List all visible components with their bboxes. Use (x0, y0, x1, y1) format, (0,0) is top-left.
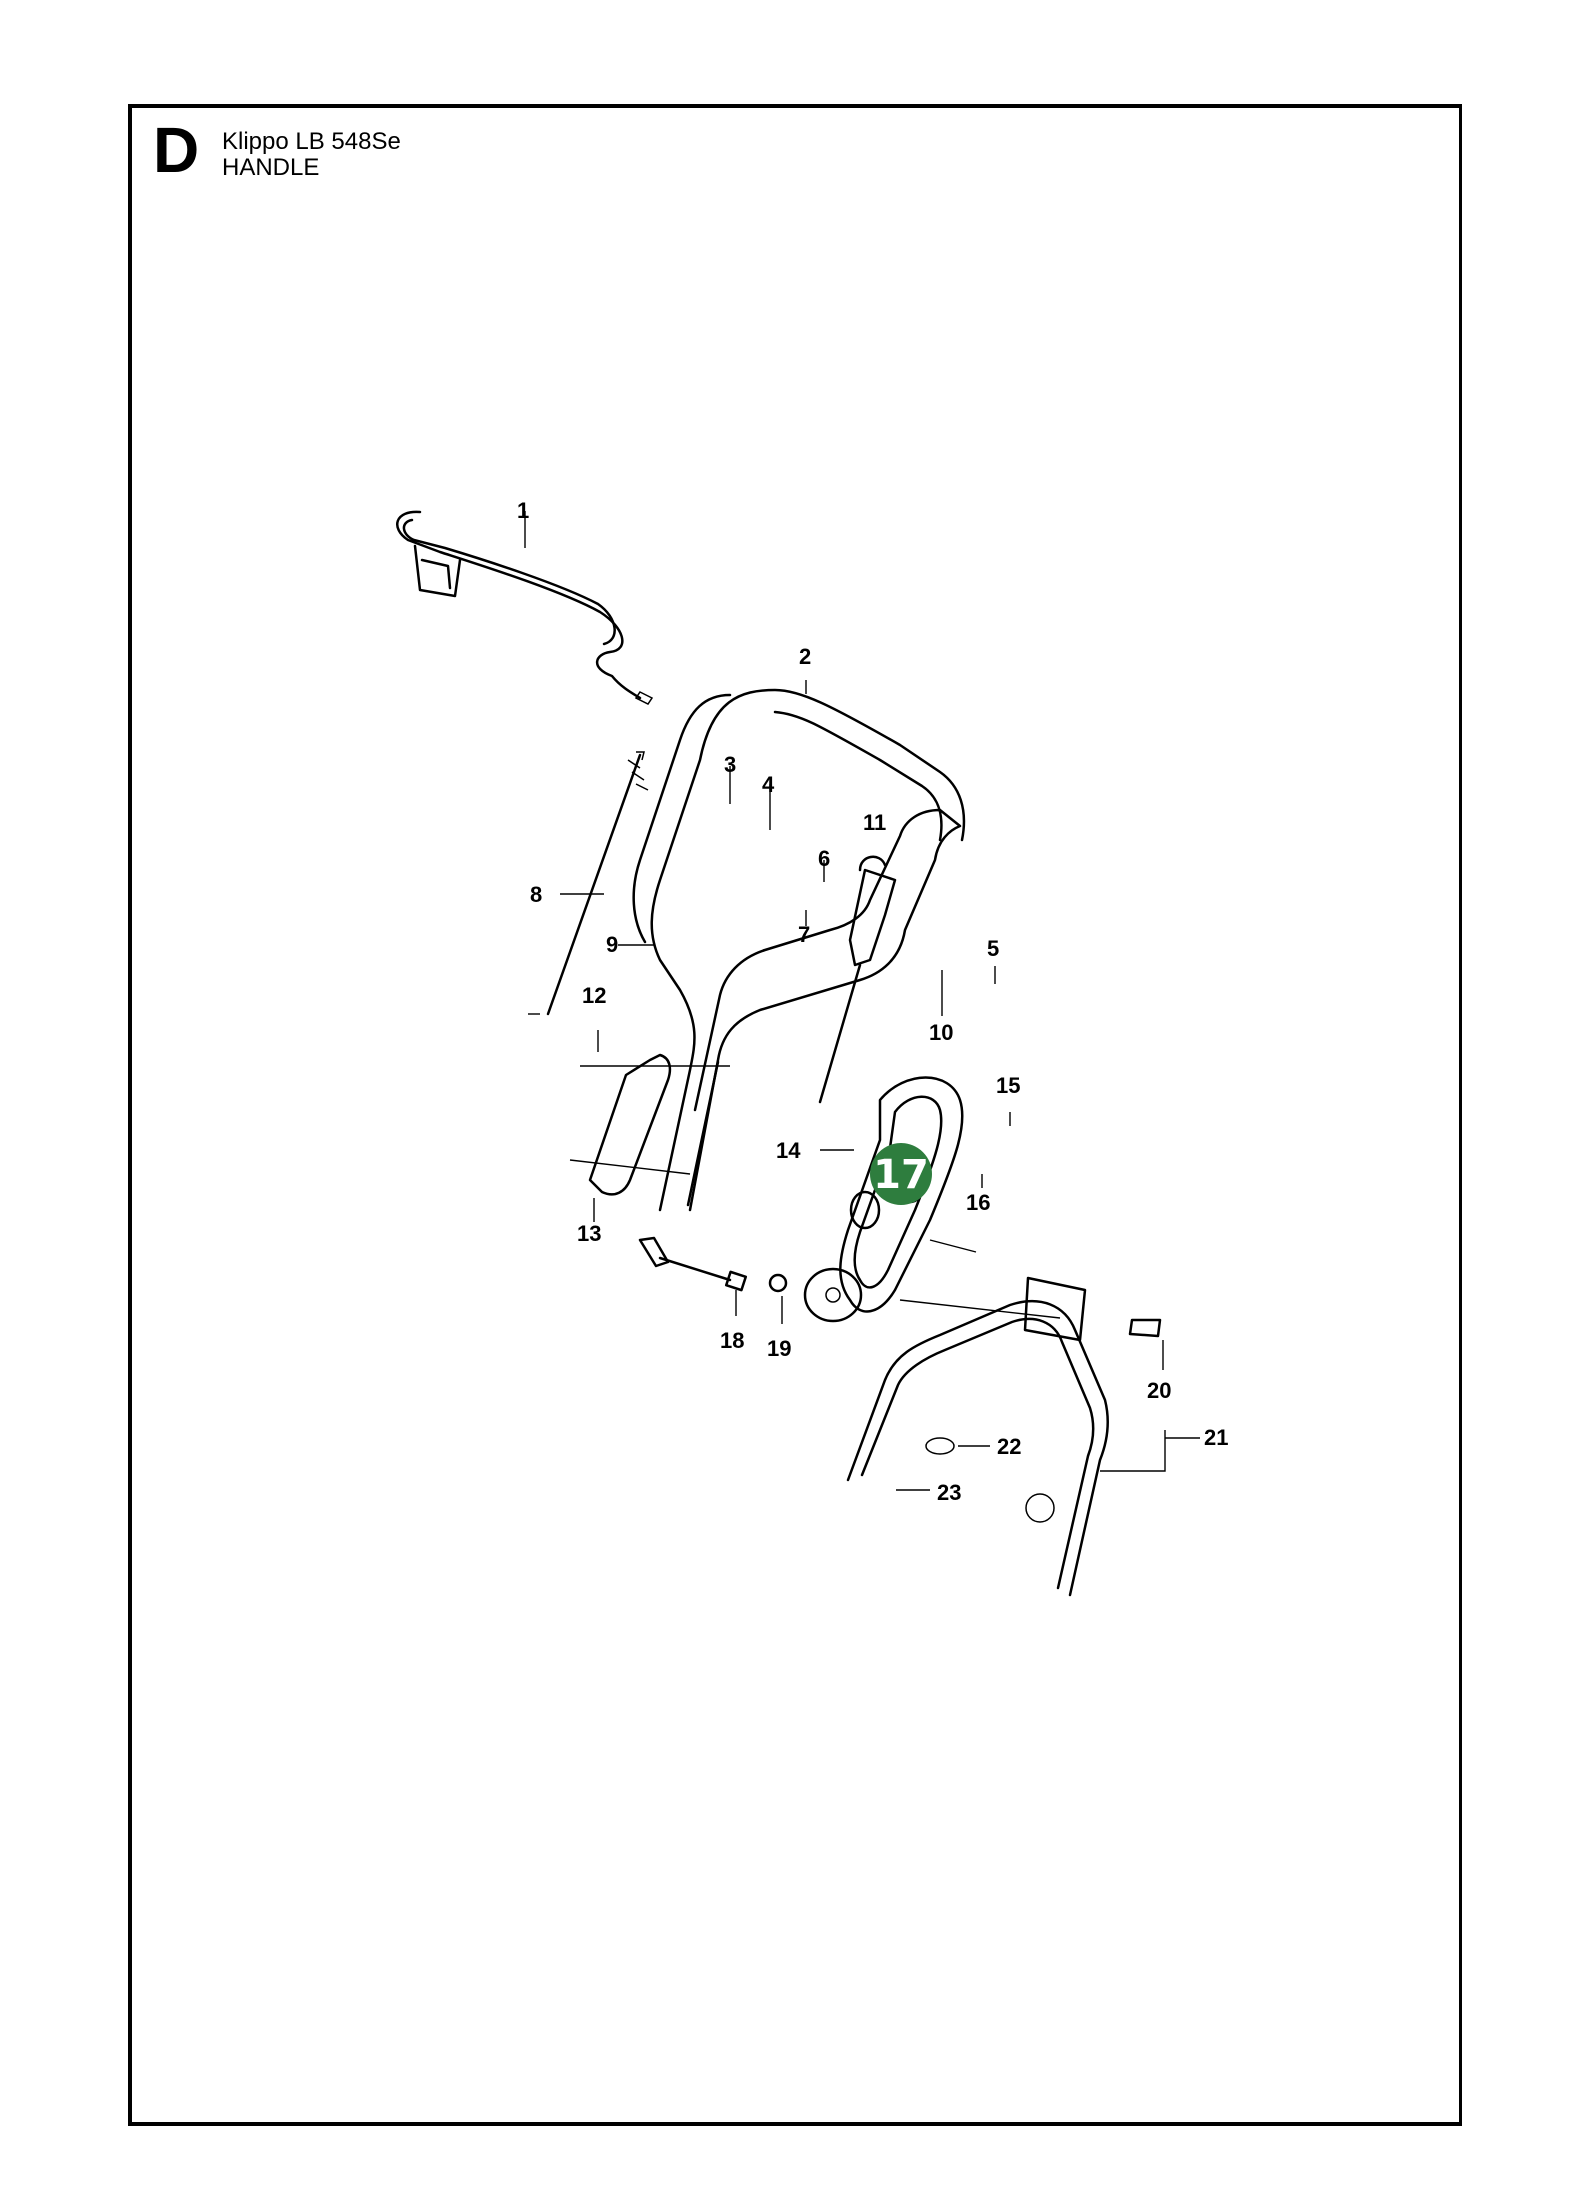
model-name: Klippo LB 548Se (222, 128, 401, 155)
leader-lines (524, 511, 1200, 1491)
section-letter: D (153, 114, 200, 186)
callout-labels: 1 2 3 4 5 6 7 8 9 10 11 12 13 14 15 16 1… (517, 498, 1228, 1505)
callout-11: 11 (863, 810, 886, 835)
callout-1: 1 (517, 498, 529, 523)
callout-3: 3 (724, 752, 736, 777)
assembly-title: HANDLE (222, 154, 320, 181)
callout-15: 15 (996, 1073, 1020, 1098)
highlight-badge (870, 1143, 932, 1205)
callout-21: 21 (1204, 1425, 1228, 1450)
callout-9: 9 (606, 932, 618, 957)
callout-16: 16 (966, 1190, 990, 1215)
page-frame (128, 104, 1462, 2126)
callout-23: 23 (937, 1480, 961, 1505)
callout-20: 20 (1147, 1378, 1171, 1403)
callout-17: 17 (873, 1152, 929, 1198)
callout-14: 14 (776, 1138, 801, 1163)
callout-22: 22 (997, 1434, 1021, 1459)
part-13-cover (588, 1053, 672, 1196)
callout-8: 8 (530, 882, 542, 907)
part-2-upper-handle (632, 688, 966, 1212)
callout-10: 10 (929, 1020, 953, 1045)
part-8-cable (546, 751, 649, 1016)
callout-12: 12 (582, 983, 606, 1008)
callout-7: 7 (798, 922, 810, 947)
callout-13: 13 (577, 1221, 601, 1246)
part-21-lower-handle (846, 1276, 1162, 1597)
part-11-lever (818, 855, 897, 1104)
callout-18: 18 (720, 1328, 744, 1353)
callout-4: 4 (762, 772, 775, 797)
callout-5: 5 (987, 936, 999, 961)
highlighted-callout-17[interactable]: 17 (870, 1143, 932, 1205)
callout-2: 2 (799, 644, 811, 669)
callout-6: 6 (818, 846, 830, 871)
part-18-knob (638, 1236, 788, 1293)
callout-19: 19 (767, 1336, 791, 1361)
part-1-brake-bail (396, 510, 654, 705)
